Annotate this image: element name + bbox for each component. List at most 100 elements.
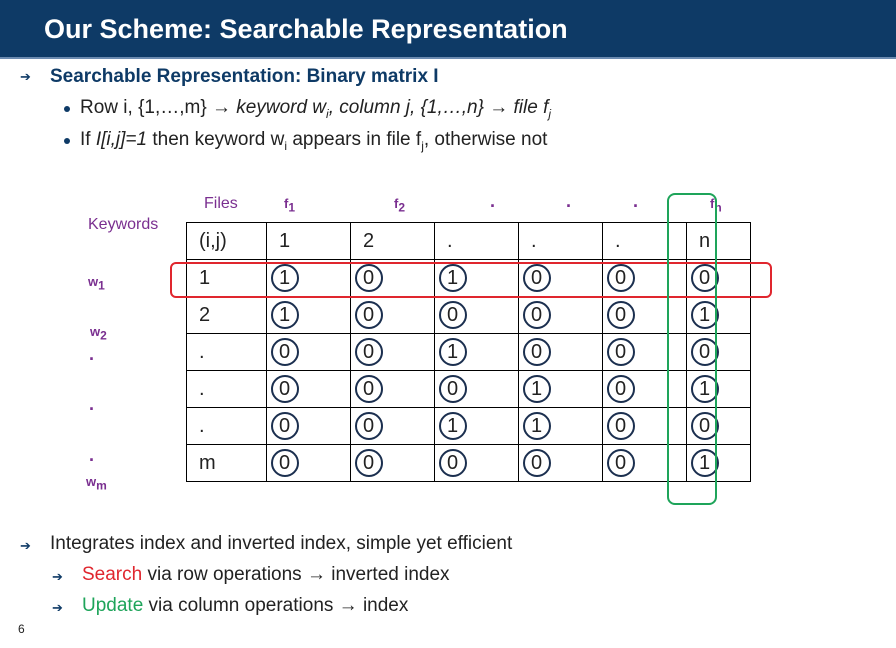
keyword-label-dot: . xyxy=(89,394,95,414)
circle-mark-icon xyxy=(607,337,635,366)
matrix-cell: 0 xyxy=(350,370,435,408)
section-heading: Searchable Representation: Binary matrix… xyxy=(50,66,439,87)
matrix-row: 1 1 0 1 0 0 0 xyxy=(186,259,751,297)
circle-mark-icon xyxy=(271,448,299,477)
matrix-header-row: (i,j) 1 2 . . . n xyxy=(186,222,751,260)
circle-mark-icon xyxy=(607,263,635,292)
circle-mark-icon xyxy=(691,337,719,366)
circle-mark-icon xyxy=(691,411,719,440)
circle-mark-icon xyxy=(271,411,299,440)
circle-mark-icon xyxy=(523,448,551,477)
matrix-cell: 0 xyxy=(602,333,687,371)
circle-mark-icon xyxy=(607,448,635,477)
matrix-cell: 0 xyxy=(266,370,351,408)
matrix-header-cell: 1 xyxy=(266,222,351,260)
arrow-bullet-icon: ➔ xyxy=(52,569,63,584)
matrix-cell: 1 xyxy=(266,296,351,334)
matrix-header-cell: 2 xyxy=(350,222,435,260)
matrix-cell: 0 xyxy=(518,259,603,297)
circle-mark-icon xyxy=(523,374,551,403)
circle-mark-icon xyxy=(439,411,467,440)
arrow-icon: → xyxy=(212,97,231,118)
matrix-row-label: m xyxy=(186,444,267,482)
circle-mark-icon xyxy=(355,263,383,292)
matrix-row-label: . xyxy=(186,333,267,371)
arrow-bullet-icon: ➔ xyxy=(20,69,31,84)
title-bar: Our Scheme: Searchable Representation xyxy=(0,0,896,59)
circle-mark-icon xyxy=(439,300,467,329)
circle-mark-icon xyxy=(355,448,383,477)
summary-line: Integrates index and inverted index, sim… xyxy=(50,533,513,554)
matrix-cell: 1 xyxy=(518,407,603,445)
matrix-cell: 1 xyxy=(434,333,519,371)
bullet-if-definition: If I[i,j]=1 then keyword wi appears in f… xyxy=(80,129,548,153)
circle-mark-icon xyxy=(355,411,383,440)
matrix-row: . 0 0 1 0 0 0 xyxy=(186,333,751,371)
circle-mark-icon xyxy=(439,337,467,366)
matrix-row: 2 1 0 0 0 0 1 xyxy=(186,296,751,334)
matrix-cell: 0 xyxy=(350,444,435,482)
file-label-dots: . xyxy=(490,191,496,211)
circle-mark-icon xyxy=(439,374,467,403)
row-highlight xyxy=(170,262,772,298)
matrix-header-cell: n xyxy=(686,222,751,260)
circle-mark-icon xyxy=(439,263,467,292)
matrix-cell: 0 xyxy=(686,407,751,445)
file-label-f1: f1 xyxy=(284,196,296,215)
dot-bullet-icon xyxy=(64,138,70,144)
circle-mark-icon xyxy=(355,300,383,329)
page-number: 6 xyxy=(18,622,25,636)
matrix-cell: 0 xyxy=(350,259,435,297)
circle-mark-icon xyxy=(523,300,551,329)
matrix-header-cell: . xyxy=(434,222,519,260)
circle-mark-icon xyxy=(607,374,635,403)
matrix-header-cell: . xyxy=(518,222,603,260)
column-highlight xyxy=(667,193,717,505)
arrow-icon: → xyxy=(338,595,358,616)
matrix-cell: 0 xyxy=(266,333,351,371)
matrix-cell: 0 xyxy=(602,407,687,445)
keyword-label-wm: wm xyxy=(86,474,107,493)
matrix-cell: 0 xyxy=(434,370,519,408)
keyword-label-w1: w1 xyxy=(88,274,105,293)
circle-mark-icon xyxy=(607,300,635,329)
circle-mark-icon xyxy=(523,411,551,440)
matrix-cell: 0 xyxy=(350,333,435,371)
matrix-cell: 1 xyxy=(686,444,751,482)
files-label: Files xyxy=(204,195,238,212)
file-label-f2: f2 xyxy=(394,196,406,215)
matrix-cell: 0 xyxy=(518,444,603,482)
matrix-cell: 0 xyxy=(434,444,519,482)
update-line: Update via column operations → index xyxy=(82,595,409,616)
matrix-row: m 0 0 0 0 0 1 xyxy=(186,444,751,482)
circle-mark-icon xyxy=(691,448,719,477)
circle-mark-icon xyxy=(271,337,299,366)
matrix-cell: 1 xyxy=(266,259,351,297)
arrow-bullet-icon: ➔ xyxy=(20,538,31,553)
dot-bullet-icon xyxy=(64,106,70,112)
matrix-cell: 0 xyxy=(266,444,351,482)
matrix-cell: 0 xyxy=(686,333,751,371)
file-label-fn: fn xyxy=(710,196,722,215)
arrow-bullet-icon: ➔ xyxy=(52,600,63,615)
matrix-cell: 0 xyxy=(350,407,435,445)
arrow-icon: → xyxy=(306,564,326,585)
matrix-cell: 0 xyxy=(350,296,435,334)
matrix-cell: 1 xyxy=(434,407,519,445)
arrow-icon: → xyxy=(489,97,509,118)
keyword-label-dot: . xyxy=(89,344,95,364)
matrix-row: . 0 0 1 1 0 0 xyxy=(186,407,751,445)
circle-mark-icon xyxy=(691,263,719,292)
keyword-label-w2: w2 xyxy=(90,324,107,343)
matrix-row-label: . xyxy=(186,407,267,445)
slide-title: Our Scheme: Searchable Representation xyxy=(44,14,568,44)
matrix-cell: 1 xyxy=(518,370,603,408)
circle-mark-icon xyxy=(691,300,719,329)
binary-matrix: (i,j) 1 2 . . . n 1 1 0 1 0 0 0 2 1 0 0 … xyxy=(186,222,751,482)
circle-mark-icon xyxy=(271,374,299,403)
matrix-row-label: . xyxy=(186,370,267,408)
circle-mark-icon xyxy=(523,263,551,292)
circle-mark-icon xyxy=(523,337,551,366)
matrix-cell: 0 xyxy=(518,296,603,334)
search-line: Search via row operations → inverted ind… xyxy=(82,564,450,585)
